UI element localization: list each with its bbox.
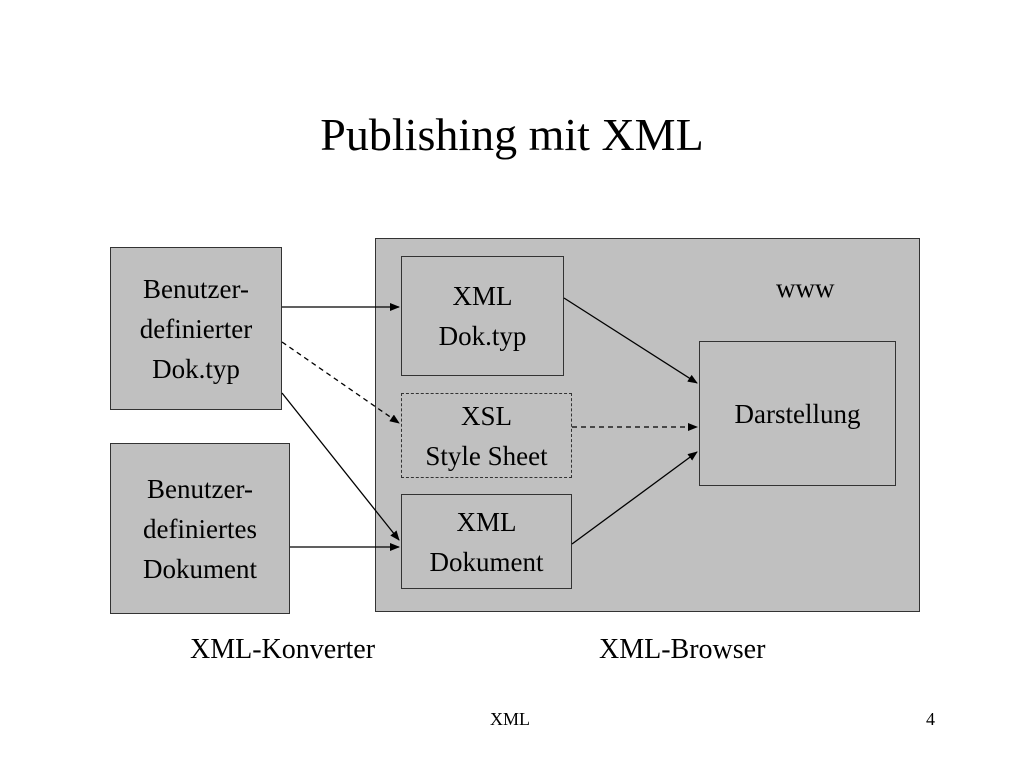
user-document-box: Benutzer- definiertes Dokument: [110, 443, 290, 614]
page-number: 4: [926, 709, 935, 729]
www-label: www: [776, 273, 835, 303]
user-document-label: Benutzer- definiertes Dokument: [143, 473, 257, 584]
user-doctype-box: Benutzer- definierter Dok.typ: [110, 247, 282, 410]
xml-doctype-box: XML Dok.typ: [401, 256, 564, 376]
footer-text: XML: [490, 709, 530, 729]
rendering-label: Darstellung: [734, 398, 861, 429]
xml-doctype-label: XML Dok.typ: [438, 281, 527, 351]
xml-document-label: XML Dokument: [429, 506, 544, 577]
xml-document-box: XML Dokument: [401, 494, 572, 589]
slide-title: Publishing mit XML: [320, 109, 704, 160]
xsl-stylesheet-box: XSL Style Sheet: [401, 393, 572, 478]
caption-xml-browser: XML-Browser: [599, 634, 766, 665]
caption-xml-converter: XML-Konverter: [190, 634, 376, 665]
xsl-stylesheet-label: XSL Style Sheet: [425, 400, 548, 471]
rendering-box: Darstellung: [699, 341, 896, 486]
user-doctype-label: Benutzer- definierter Dok.typ: [139, 273, 253, 384]
